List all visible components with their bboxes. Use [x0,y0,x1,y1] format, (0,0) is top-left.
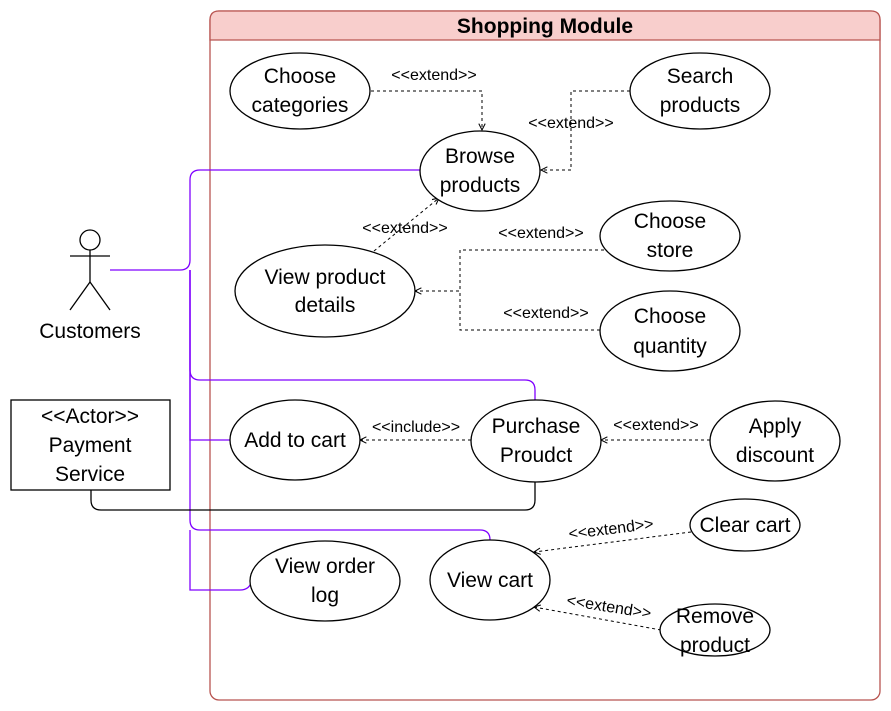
actor-customers-label: Customers [39,320,141,343]
use-case-purchase-product[interactable]: Purchase Proudct [470,399,602,483]
system-header [209,10,881,41]
use-case-clear-cart[interactable]: Clear cart [689,498,801,552]
assoc-payment-purchase [90,482,536,511]
use-case-browse-products[interactable]: Browse products [419,130,541,212]
use-case-label: discount [736,444,814,467]
use-case-label: Add to cart [244,429,346,452]
use-case-apply-discount[interactable]: Apply discount [709,400,841,482]
use-case-label: Choose [634,210,706,233]
use-case-label: log [311,584,339,607]
use-case-label: store [647,239,694,262]
dep-choose-categories-browse [371,90,482,130]
use-case-label: Purchase [492,415,581,438]
use-case-label: Search [667,65,734,88]
actor-payment-line1: Payment [49,434,132,457]
use-case-choose-categories[interactable]: Choose categories [229,52,371,130]
use-case-choose-store[interactable]: Choose store [599,200,741,272]
use-case-label: Proudct [500,444,573,467]
dep-search-browse [541,90,630,170]
actor-customers[interactable]: Customers [39,229,141,343]
stick-figure-icon [69,229,111,311]
use-case-label: details [295,294,356,317]
use-case-label: product [680,634,750,657]
use-case-label: View cart [447,569,533,592]
use-case-remove-product[interactable]: Remove product [659,603,771,657]
label-include-add-to-cart: <<include>> [372,419,460,436]
use-case-label: products [440,174,521,197]
label-extend-categories: <<extend>> [391,67,476,84]
use-case-label: quantity [633,335,707,358]
use-case-label: Browse [445,145,515,168]
dependencies [360,90,710,631]
label-extend-quantity: <<extend>> [503,305,588,322]
use-case-label: Choose [634,305,706,328]
use-case-label: Clear cart [699,514,790,537]
use-case-search-products[interactable]: Search products [629,52,771,130]
assoc-customers-browse [110,169,420,271]
use-case-label: View product [264,266,385,289]
use-case-label: products [660,94,741,117]
use-case-label: Remove [676,605,754,628]
system-title: Shopping Module [457,15,633,38]
label-extend-discount: <<extend>> [613,417,698,434]
use-case-view-order-log[interactable]: View order log [249,540,401,622]
use-case-add-to-cart[interactable]: Add to cart [229,399,361,481]
dep-clear-view-cart [534,531,692,552]
actor-stereotype: <<Actor>> [41,405,139,428]
assoc-customers-view-cart [189,270,491,541]
dep-quantity-details [459,291,600,331]
dep-store-details [415,249,610,291]
actor-payment-service[interactable]: <<Actor>> Payment Service [10,399,171,491]
use-case-choose-quantity[interactable]: Choose quantity [599,290,741,372]
actor-box [10,399,171,491]
use-case-label: Choose [264,65,336,88]
use-case-view-cart[interactable]: View cart [429,539,551,621]
use-case-label: View order [275,555,375,578]
actor-payment-line2: Service [55,463,125,486]
use-case-label: categories [252,94,349,117]
use-case-label: Apply [749,415,802,438]
dep-details-browse [373,198,439,252]
use-case-view-product-details[interactable]: View product details [234,244,416,338]
label-extend-search: <<extend>> [528,115,613,132]
associations [90,169,536,591]
label-extend-details: <<extend>> [362,220,447,237]
label-extend-store: <<extend>> [498,225,583,242]
